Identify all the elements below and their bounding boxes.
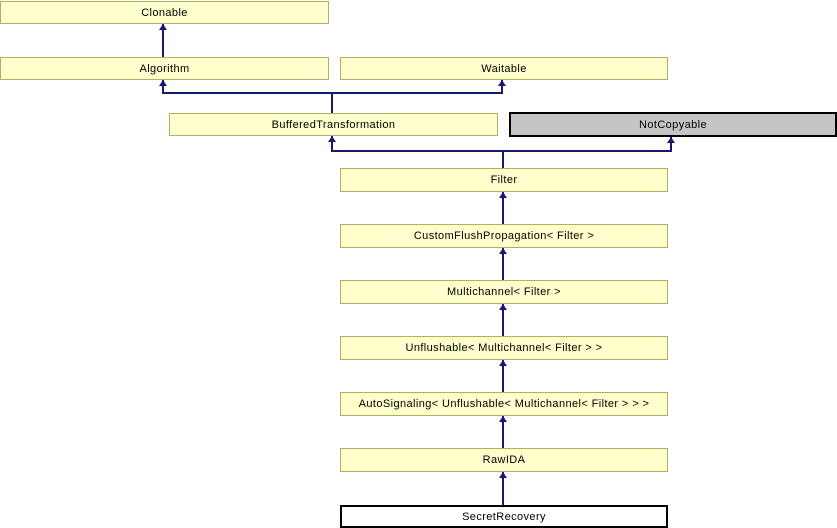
edge-customflushpropagation-filter-line	[502, 192, 504, 224]
edge-secretrecovery-rawida-line	[502, 472, 504, 505]
class-node-filter[interactable]: Filter	[340, 168, 668, 192]
edge-bufferedtransformation-waitable-line	[501, 80, 503, 94]
edge-filter-bufferedtransformation-line	[331, 136, 333, 152]
class-node-secret-recovery[interactable]: SecretRecovery	[340, 505, 668, 528]
edge-bufferedtransformation-stub	[331, 92, 333, 113]
edge-bufferedtransformation-algorithm-line	[162, 80, 164, 94]
class-node-multichannel[interactable]: Multichannel< Filter >	[340, 280, 668, 304]
class-node-buffered-transformation[interactable]: BufferedTransformation	[169, 113, 498, 136]
class-node-algorithm[interactable]: Algorithm	[0, 57, 329, 80]
edge-algorithm-clonable-line	[162, 24, 164, 57]
edge-multichannel-customflushpropagation-line	[502, 248, 504, 280]
class-node-auto-signaling[interactable]: AutoSignaling< Unflushable< Multichannel…	[340, 392, 668, 416]
class-node-unflushable[interactable]: Unflushable< Multichannel< Filter > >	[340, 336, 668, 360]
edge-filter-connector	[331, 150, 672, 152]
class-node-raw-ida[interactable]: RawIDA	[340, 448, 668, 472]
class-node-not-copyable[interactable]: NotCopyable	[509, 112, 837, 137]
class-node-custom-flush-propagation[interactable]: CustomFlushPropagation< Filter >	[340, 224, 668, 248]
edge-filter-notcopyable-line	[670, 137, 672, 152]
edge-rawida-autosignaling-line	[502, 416, 504, 448]
class-node-waitable[interactable]: Waitable	[340, 57, 668, 80]
edge-unflushable-multichannel-line	[502, 304, 504, 336]
edge-autosignaling-unflushable-line	[502, 360, 504, 392]
class-node-clonable[interactable]: Clonable	[0, 1, 329, 24]
edge-filter-stub	[502, 150, 504, 168]
